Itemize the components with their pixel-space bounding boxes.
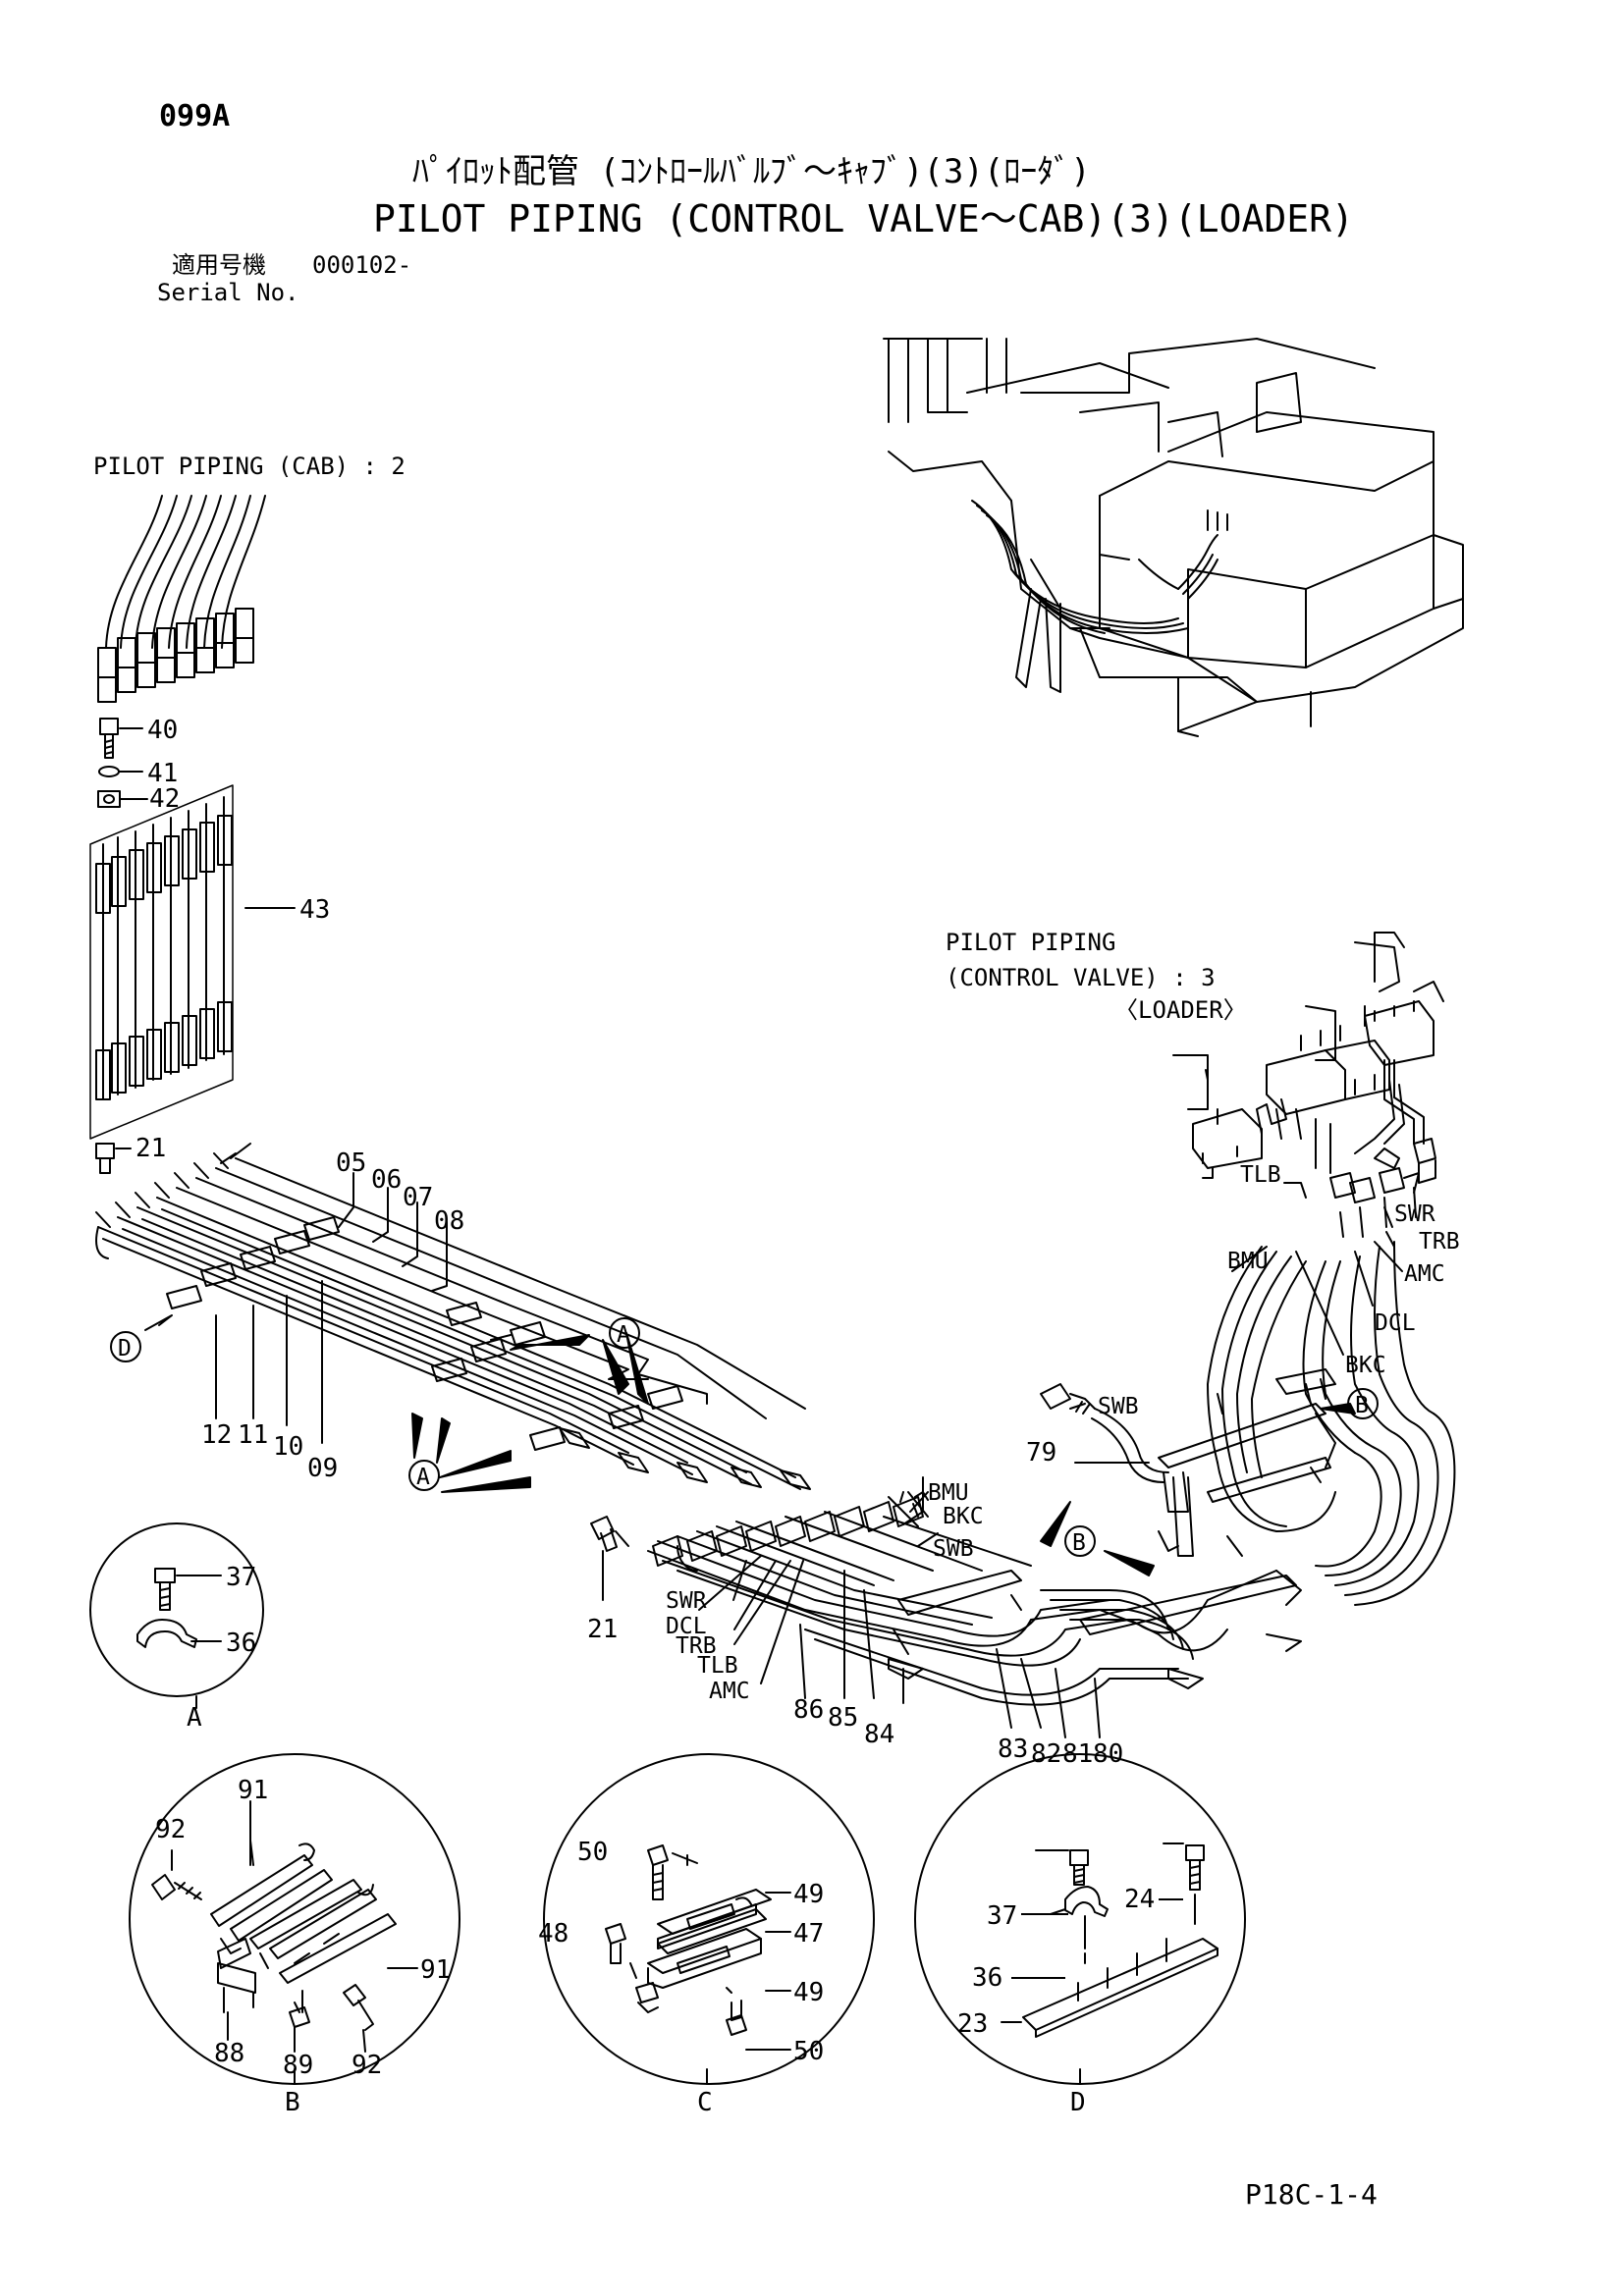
callout-91-detail-b-right: 91: [420, 1955, 451, 1985]
reference-cv-line-3: 〈LOADER〉: [1114, 996, 1247, 1024]
callout-49-detail-c-bottom: 49: [793, 1978, 824, 2007]
callout-92-detail-b-bottom: 92: [352, 2051, 382, 2080]
callout-12: 12: [201, 1420, 232, 1450]
part-43-pipe-group: [90, 785, 295, 1139]
port-label-tlb-upper: TLB: [1240, 1162, 1281, 1188]
callout-42: 42: [149, 784, 180, 814]
callout-83: 83: [998, 1735, 1028, 1764]
callout-92-detail-b-top: 92: [155, 1815, 186, 1844]
leader-lines-right: [903, 1183, 1402, 1575]
port-label-amc-upper: AMC: [1404, 1261, 1445, 1287]
detail-caption-a: A: [187, 1703, 202, 1733]
port-label-bmu-middle: BMU: [928, 1480, 969, 1506]
callout-36-detail-a: 36: [226, 1629, 256, 1658]
cab-hose-bundle: [98, 496, 265, 702]
serial-label-english: Serial No.: [157, 279, 299, 306]
marker-a-lower: A: [416, 1465, 430, 1490]
detail-marker-circles: [111, 1318, 1378, 1556]
port-label-dcl-upper: DCL: [1375, 1310, 1416, 1336]
marker-d: D: [118, 1336, 132, 1362]
callout-88: 88: [214, 2039, 244, 2068]
part-40-bolt: [100, 719, 142, 758]
port-label-swr-lower: SWR: [666, 1588, 707, 1614]
callout-24: 24: [1124, 1885, 1155, 1914]
part-41-washer: [99, 767, 142, 776]
hose-assembly-05-12: [96, 1144, 810, 1489]
callout-40: 40: [147, 716, 178, 745]
callout-09: 09: [307, 1454, 338, 1483]
detail-d-view: [915, 1754, 1245, 2084]
part-21-adapter-lower: [591, 1517, 628, 1600]
port-label-swb-middle: SWB: [933, 1536, 974, 1562]
title-japanese: ﾊﾟｲﾛｯﾄ配管 (ｺﾝﾄﾛｰﾙﾊﾞﾙﾌﾞ～ｷｬﾌﾞ)(3)(ﾛｰﾀﾞ): [412, 152, 1091, 191]
detail-b-view: [130, 1754, 460, 2084]
reference-cv-line-1: PILOT PIPING: [946, 929, 1115, 956]
callout-80: 80: [1093, 1739, 1123, 1769]
part-21-adapter-upper: [96, 1144, 131, 1173]
callout-05: 05: [336, 1148, 366, 1178]
port-label-bkc-middle: BKC: [943, 1504, 984, 1529]
callout-11: 11: [238, 1420, 268, 1450]
page-code: 099A: [159, 99, 231, 133]
callout-08: 08: [434, 1206, 464, 1236]
detail-a-view: [90, 1523, 263, 1708]
callout-50-detail-c-top: 50: [577, 1838, 608, 1867]
port-label-dcl-lower: DCL: [666, 1614, 707, 1639]
callout-06: 06: [371, 1165, 402, 1195]
callout-43: 43: [299, 895, 330, 925]
callout-21-upper: 21: [135, 1134, 166, 1163]
detail-caption-c: C: [697, 2088, 713, 2117]
right-hose-bundle: [1159, 1242, 1454, 1605]
callout-86: 86: [793, 1695, 824, 1725]
leader-lines-left: [145, 1173, 648, 1492]
callout-85: 85: [828, 1703, 858, 1733]
port-label-trb-upper: TRB: [1419, 1229, 1460, 1255]
callout-82: 82: [1031, 1739, 1061, 1769]
callout-47: 47: [793, 1919, 824, 1949]
callout-07: 07: [403, 1183, 433, 1212]
callout-50-detail-c-bottom: 50: [793, 2037, 824, 2066]
marker-a-upper: A: [617, 1322, 630, 1348]
callout-91-detail-b-top: 91: [238, 1776, 268, 1805]
footer-page-code: P18C-1-4: [1245, 2178, 1378, 2211]
marker-b-lower: B: [1072, 1530, 1086, 1556]
callout-89: 89: [283, 2051, 313, 2080]
detail-c-view: [544, 1754, 874, 2084]
port-label-bmu-upper: BMU: [1227, 1249, 1269, 1274]
port-label-bkc-upper: BKC: [1345, 1353, 1386, 1378]
reference-pilot-piping-cab: PILOT PIPING (CAB) : 2: [93, 453, 406, 480]
callout-48: 48: [538, 1919, 568, 1949]
machine-illustration: [884, 339, 1463, 736]
serial-label-japanese: 適用号機: [172, 251, 266, 279]
callout-37-detail-a: 37: [226, 1563, 256, 1592]
port-label-swb-upper: SWB: [1098, 1394, 1139, 1419]
callout-37-detail-d: 37: [987, 1901, 1017, 1931]
callout-41: 41: [147, 759, 178, 788]
callout-21-lower: 21: [587, 1615, 618, 1644]
part-79-hose: [1041, 1384, 1168, 1482]
hose-clamps: [167, 1217, 682, 1450]
callout-84: 84: [864, 1720, 894, 1749]
port-label-trb-lower: TRB: [676, 1633, 717, 1659]
detail-caption-b: B: [285, 2088, 300, 2117]
callout-81: 81: [1062, 1739, 1093, 1769]
callout-49-detail-c-top: 49: [793, 1880, 824, 1909]
port-label-tlb-lower: TLB: [697, 1653, 738, 1679]
callout-10: 10: [273, 1432, 303, 1462]
reference-cv-line-2: (CONTROL VALVE) : 3: [946, 964, 1216, 991]
hose-assembly-80-86: [648, 1512, 1301, 1737]
callout-79: 79: [1026, 1438, 1056, 1468]
detail-caption-d: D: [1070, 2088, 1086, 2117]
serial-number-value: 000102-: [312, 251, 412, 279]
marker-b-upper: B: [1355, 1393, 1369, 1418]
callout-36-detail-d: 36: [972, 1963, 1002, 1993]
title-english: PILOT PIPING (CONTROL VALVE～CAB)(3)(LOAD…: [373, 197, 1354, 240]
port-label-swr-upper: SWR: [1394, 1201, 1435, 1227]
callout-23: 23: [957, 2009, 988, 2039]
control-valve-assembly: [1173, 933, 1443, 1237]
part-42-nut: [98, 791, 147, 807]
port-label-amc-lower: AMC: [709, 1679, 750, 1704]
